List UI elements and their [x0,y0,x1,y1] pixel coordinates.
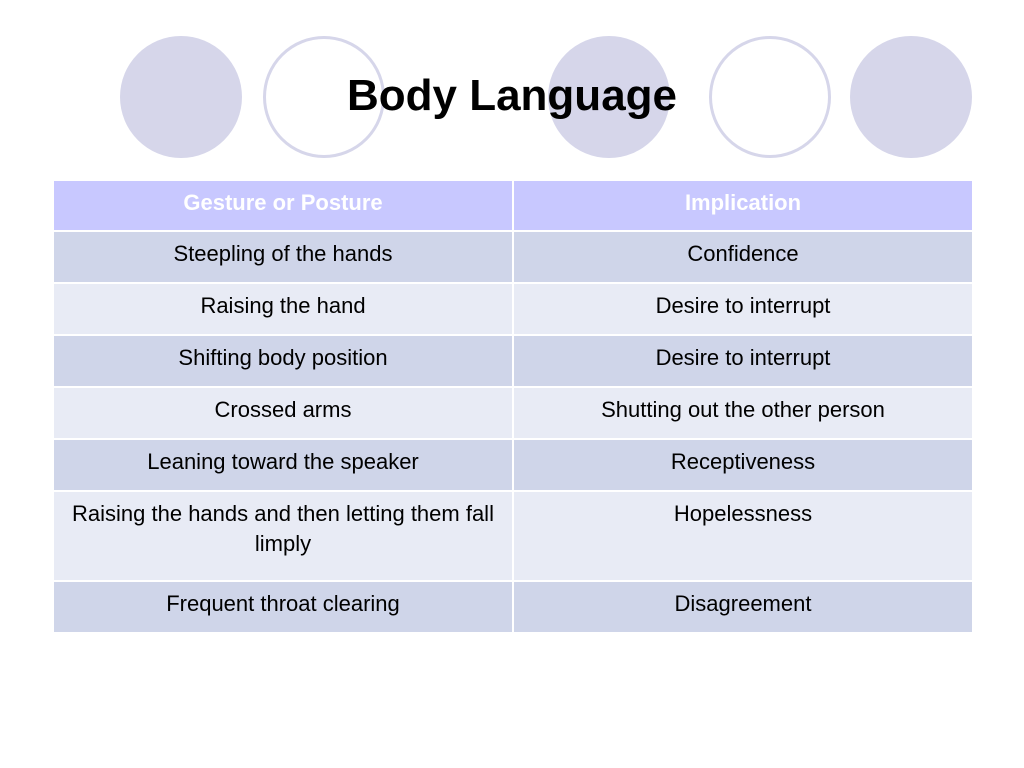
implication-cell: Hopelessness [512,490,974,582]
table-row: Steepling of the hands Confidence [52,230,974,284]
gesture-cell: Frequent throat clearing [52,580,514,634]
column-header-implication: Implication [512,179,974,232]
gesture-cell: Crossed arms [52,386,514,440]
table-row: Frequent throat clearing Disagreement [52,580,974,634]
column-header-gesture: Gesture or Posture [52,179,514,232]
slide-title: Body Language [346,71,678,120]
gesture-cell: Steepling of the hands [52,230,514,284]
implication-cell: Confidence [512,230,974,284]
decorative-circle-1 [120,36,242,158]
table-row: Raising the hands and then letting them … [52,490,974,582]
implication-cell: Shutting out the other person [512,386,974,440]
table-row: Crossed arms Shutting out the other pers… [52,386,974,440]
gesture-cell: Raising the hands and then letting them … [52,490,514,582]
body-language-table: Gesture or Posture Implication Steepling… [52,179,974,634]
table-row: Raising the hand Desire to interrupt [52,282,974,336]
table-row: Leaning toward the speaker Receptiveness [52,438,974,492]
decorative-circle-4 [709,36,831,158]
implication-cell: Desire to interrupt [512,334,974,388]
gesture-cell: Shifting body position [52,334,514,388]
table-row: Shifting body position Desire to interru… [52,334,974,388]
decorative-circle-5 [850,36,972,158]
decorative-circle-2 [263,36,385,158]
gesture-cell: Leaning toward the speaker [52,438,514,492]
implication-cell: Desire to interrupt [512,282,974,336]
table-header-row: Gesture or Posture Implication [52,179,974,232]
implication-cell: Disagreement [512,580,974,634]
gesture-cell: Raising the hand [52,282,514,336]
decorative-circle-3 [548,36,670,158]
implication-cell: Receptiveness [512,438,974,492]
